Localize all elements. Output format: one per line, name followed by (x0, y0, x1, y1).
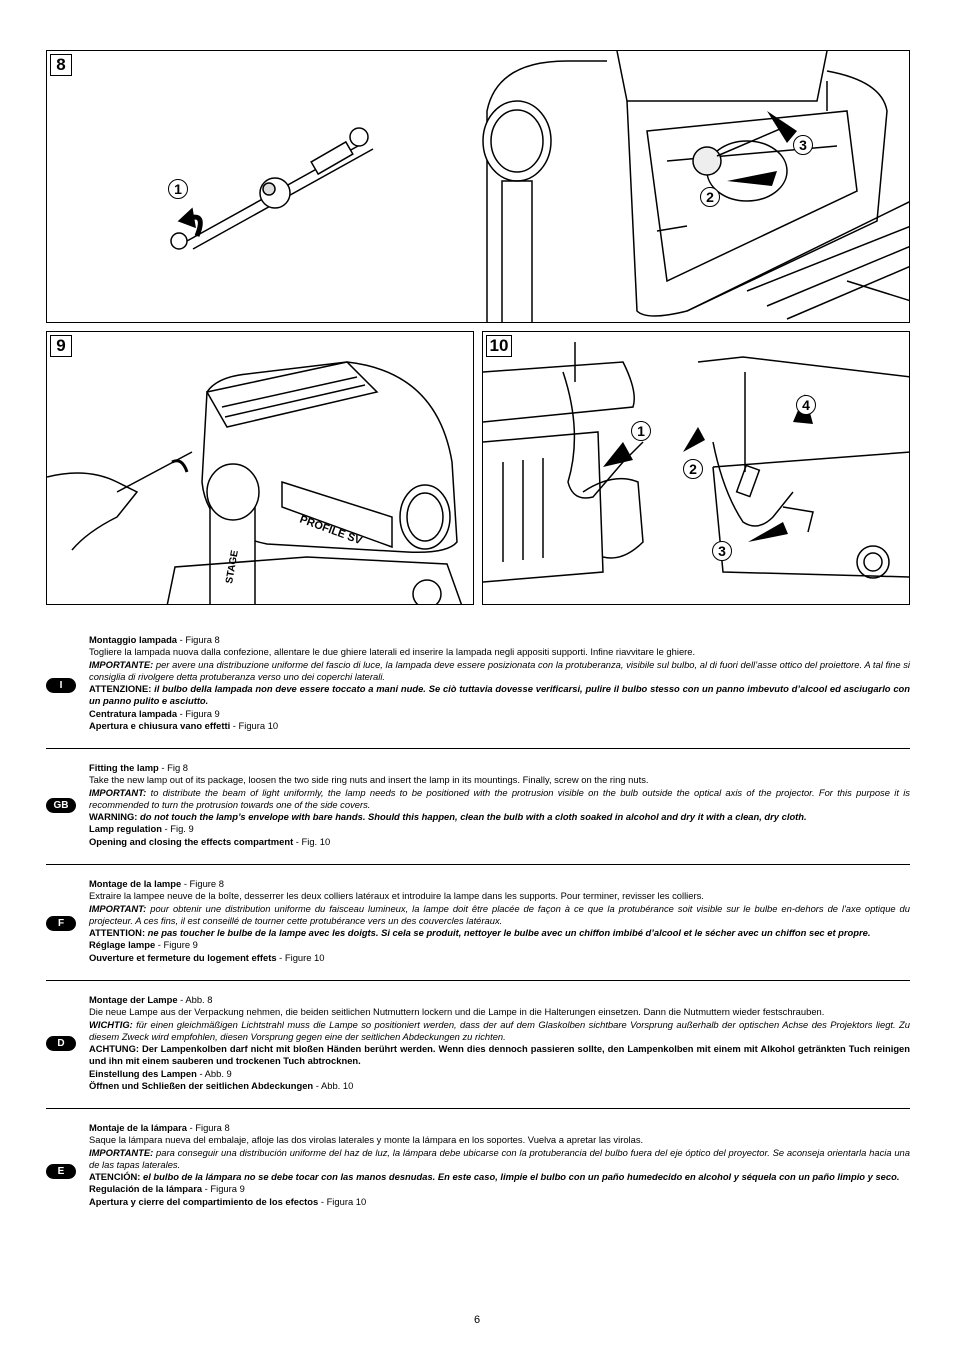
section-divider (46, 1108, 910, 1109)
figure-8: 8 (46, 50, 910, 323)
section-title: Fitting the lamp (89, 762, 159, 773)
section-divider (46, 980, 910, 981)
figure-9-illustration: PROFILE SV STAGE (47, 361, 463, 604)
warning-label: ATENCIÓN: (89, 1171, 141, 1183)
warning-label: ATTENZIONE: (89, 683, 152, 695)
section-body: Togliere la lampada nuova dalla confezio… (89, 646, 696, 658)
subsection-title: Ouverture et fermeture du logement effet… (89, 951, 277, 963)
callout-3: 3 (793, 135, 813, 155)
subsection-title: Lamp regulation (89, 823, 162, 835)
important-label: IMPORTANT: (89, 902, 147, 914)
section-title: Montaggio lampada (89, 634, 178, 645)
figure-9: 9 PROFILE SV STAGE (46, 331, 474, 605)
warning-label: ATTENTION: (89, 927, 146, 939)
callout-4: 4 (796, 395, 816, 415)
important-label: WICHTIG: (89, 1018, 133, 1030)
figure-number: 9 (50, 335, 72, 357)
section-german: D Montage der Lampe - Abb. 8 Die neue La… (46, 990, 910, 1100)
warning-text: ne pas toucher le bulbe de la lampe avec… (145, 927, 871, 939)
subsection-ref: - Figura 10 (318, 1195, 367, 1207)
section-title: Montaje de la lámpara (89, 1122, 187, 1133)
language-badge: D (46, 1036, 76, 1051)
section-title-ref: - Figure 8 (181, 878, 224, 889)
subsection-ref: - Figura 9 (202, 1183, 245, 1195)
section-text: Montaje de la lámpara - Figura 8 Saque l… (89, 1122, 910, 1208)
callout-2: 2 (683, 459, 703, 479)
subsection-title: Regulación de la lámpara (89, 1183, 203, 1195)
subsection-title: Einstellung des Lampen (89, 1067, 197, 1079)
section-title: Montage der Lampe (89, 994, 178, 1005)
language-badge: F (46, 916, 76, 931)
section-body: Extraire la lampee neuve de la boîte, de… (89, 890, 704, 902)
important-text: para conseguir una distribución uniforme… (89, 1146, 910, 1170)
warning-text: do not touch the lamp’s envelope with ba… (137, 811, 807, 823)
important-label: IMPORTANT: (89, 786, 147, 798)
section-title-ref: - Figura 8 (186, 1122, 230, 1133)
section-text: Montage de la lampe - Figure 8 Extraire … (89, 878, 910, 964)
important-text: pour obtenir une distribution uniforme d… (89, 902, 910, 926)
important-text: to distribute the beam of light uniforml… (89, 786, 910, 810)
subsection-ref: - Abb. 10 (313, 1080, 354, 1092)
subsection-title: Opening and closing the effects compartm… (89, 835, 294, 847)
subsection-ref: - Figura 10 (230, 720, 279, 732)
section-body: Saque la lámpara nueva del embalaje, afl… (89, 1134, 644, 1146)
section-divider (46, 864, 910, 865)
section-title-ref: - Abb. 8 (177, 994, 213, 1005)
section-title-ref: - Fig 8 (158, 762, 188, 773)
language-badge: E (46, 1164, 76, 1179)
section-body: Take the new lamp out of its package, lo… (89, 774, 649, 786)
section-divider (46, 748, 910, 749)
callout-2: 2 (700, 187, 720, 207)
subsection-title: Öffnen und Schließen der seitlichen Abde… (89, 1080, 314, 1092)
subsection-ref: - Abb. 9 (196, 1067, 232, 1079)
subsection-ref: - Figure 9 (155, 939, 198, 951)
subsection-ref: - Fig. 9 (161, 823, 194, 835)
subsection-title: Centratura lampada (89, 707, 178, 719)
figure-number: 8 (50, 54, 72, 76)
important-label: IMPORTANTE: (89, 1146, 154, 1158)
page-number: 6 (473, 1314, 481, 1326)
subsection-title: Apertura y cierre del compartimiento de … (89, 1195, 319, 1207)
subsection-ref: - Figura 9 (177, 707, 220, 719)
warning-label: ACHTUNG: (89, 1043, 139, 1055)
language-badge: I (46, 678, 76, 693)
warning-label: WARNING: (89, 811, 138, 823)
section-title: Montage de la lampe (89, 878, 182, 889)
subsection-ref: - Figure 10 (276, 951, 325, 963)
section-french: F Montage de la lampe - Figure 8 Extrair… (46, 874, 910, 974)
section-text: Montage der Lampe - Abb. 8 Die neue Lamp… (89, 994, 910, 1092)
section-english: GB Fitting the lamp - Fig 8 Take the new… (46, 758, 910, 858)
language-badge: GB (46, 798, 76, 813)
section-body: Die neue Lampe aus der Verpackung nehmen… (89, 1006, 825, 1018)
section-italian: I Montaggio lampada - Figura 8 Togliere … (46, 630, 910, 740)
warning-text: il bulbo della lampada non deve essere t… (89, 683, 910, 707)
callout-1: 1 (168, 179, 188, 199)
figure-10: 10 1 2 3 4 (482, 331, 910, 605)
subsection-title: Apertura e chiusura vano effetti (89, 720, 231, 732)
important-label: IMPORTANTE: (89, 658, 154, 670)
section-spanish: E Montaje de la lámpara - Figura 8 Saque… (46, 1118, 910, 1228)
important-text: per avere una distribuzione uniforme del… (89, 658, 910, 682)
warning-text: el bulbo de la lámpara no se debe tocar … (140, 1171, 900, 1183)
subsection-ref: - Fig. 10 (293, 835, 331, 847)
callout-1: 1 (631, 421, 651, 441)
important-text: für einen gleichmäßigen Lichtstrahl muss… (89, 1018, 910, 1042)
section-text: Fitting the lamp - Fig 8 Take the new la… (89, 762, 910, 848)
callout-3: 3 (712, 541, 732, 561)
section-title-ref: - Figura 8 (177, 634, 220, 645)
subsection-title: Réglage lampe (89, 939, 156, 951)
section-text: Montaggio lampada - Figura 8 Togliere la… (89, 634, 910, 732)
warning-text: Der Lampenkolben darf nicht mit bloßen H… (89, 1043, 910, 1067)
figure-number: 10 (486, 335, 512, 357)
figure-8-illustration (170, 51, 909, 322)
figure-10-illustration (483, 342, 909, 583)
